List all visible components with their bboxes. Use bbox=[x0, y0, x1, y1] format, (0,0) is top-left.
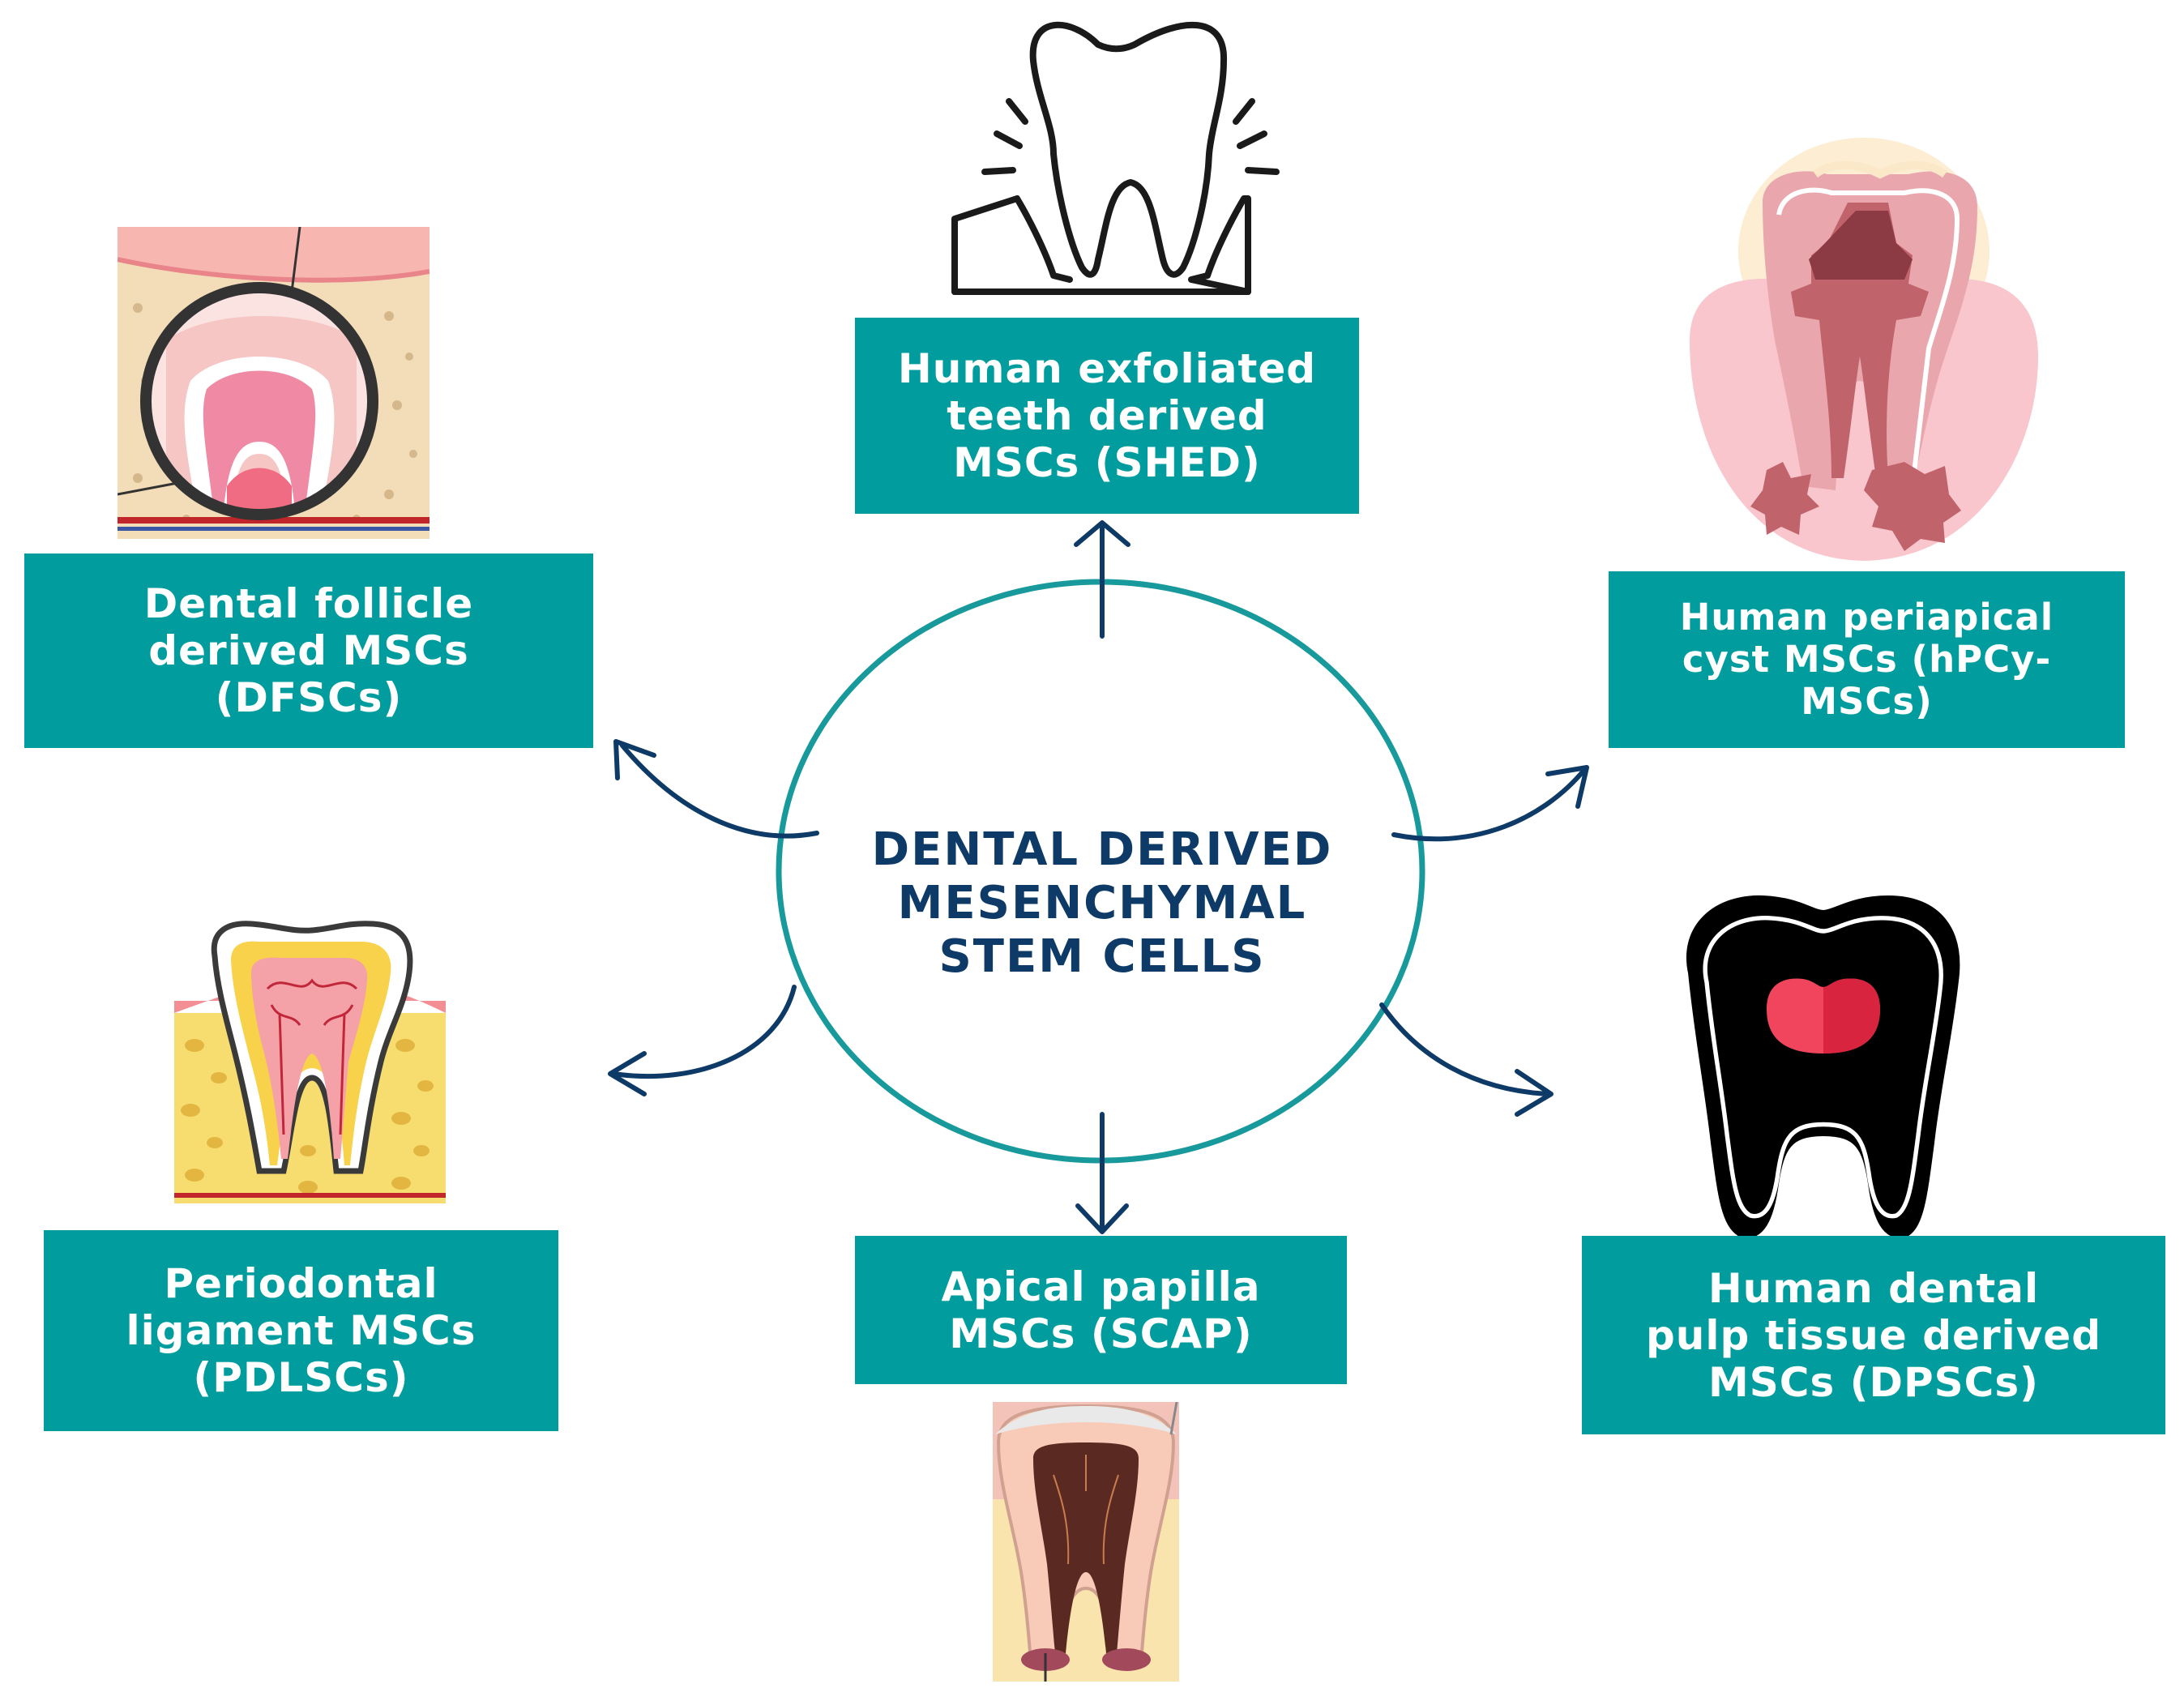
node-label: Human periapical bbox=[1679, 596, 2054, 639]
node-label: Periodontal bbox=[164, 1260, 438, 1307]
node-label: MSCs (SCAP) bbox=[949, 1310, 1253, 1357]
center-title-line: DENTAL DERIVED bbox=[871, 823, 1333, 876]
node-label: (PDLSCs) bbox=[193, 1354, 409, 1401]
node-label: MSCs (DPSCs) bbox=[1708, 1358, 2039, 1406]
node-label: Human dental bbox=[1707, 1264, 2040, 1312]
node-label: derived MSCs bbox=[148, 627, 469, 674]
node-label: teeth derived bbox=[947, 392, 1267, 439]
arrow-to-hpcy bbox=[1391, 765, 1589, 842]
node-dfsc: Dental follicle derived MSCs (DFSCs) bbox=[24, 553, 593, 748]
node-hpcy: Human periapical cyst MSCs (hPCy- MSCs) bbox=[1609, 571, 2125, 748]
center-title: DENTAL DERIVED MESENCHYMAL STEM CELLS bbox=[794, 810, 1410, 997]
node-label: pulp tissue derived bbox=[1646, 1311, 2101, 1359]
node-label: cyst MSCs (hPCy- bbox=[1682, 638, 2052, 681]
arrow-to-dfsc bbox=[613, 739, 819, 839]
node-label: Human exfoliated bbox=[897, 345, 1317, 392]
node-label: ligament MSCs bbox=[126, 1307, 477, 1354]
center-title-line: STEM CELLS bbox=[938, 930, 1266, 983]
center-title-line: MESENCHYMAL bbox=[897, 877, 1307, 930]
node-label: MSCs) bbox=[1801, 680, 1933, 723]
arrows bbox=[608, 520, 1589, 1234]
node-label: Apical papilla bbox=[941, 1263, 1261, 1310]
node-label: (DFSCs) bbox=[215, 674, 403, 721]
node-scap: Apical papilla MSCs (SCAP) bbox=[855, 1236, 1347, 1384]
node-shed: Human exfoliated teeth derived MSCs (SHE… bbox=[855, 318, 1359, 514]
node-label: Dental follicle bbox=[143, 580, 474, 627]
arrow-to-pdlsc bbox=[608, 985, 797, 1096]
dental-follicle-icon bbox=[118, 227, 430, 539]
arrow-to-shed bbox=[1074, 520, 1130, 639]
node-pdlsc: Periodontal ligament MSCs (PDLSCs) bbox=[44, 1230, 558, 1431]
arrow-to-dpsc bbox=[1379, 1002, 1554, 1117]
periapical-cyst-tooth-icon bbox=[1690, 138, 2038, 561]
periodontal-tooth-icon bbox=[174, 921, 446, 1203]
loose-tooth-icon bbox=[951, 21, 1280, 295]
dental-pulp-tooth-icon bbox=[1686, 895, 1960, 1238]
node-label: MSCs (SHED) bbox=[953, 439, 1261, 486]
arrow-to-scap bbox=[1075, 1112, 1129, 1234]
node-dpsc: Human dental pulp tissue derived MSCs (D… bbox=[1582, 1236, 2165, 1434]
apical-papilla-tooth-icon bbox=[993, 1402, 1179, 1682]
